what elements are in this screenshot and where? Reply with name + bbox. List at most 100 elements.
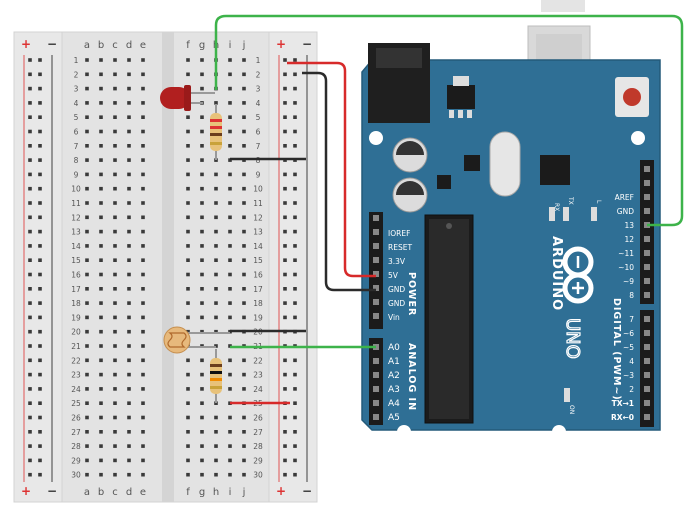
bb-hole[interactable]: [242, 86, 246, 91]
digital-header-pin[interactable]: [644, 208, 650, 214]
bb-hole[interactable]: [85, 444, 89, 448]
bb-hole[interactable]: [127, 458, 131, 463]
bb-hole[interactable]: [242, 244, 246, 248]
rail-hole[interactable]: [38, 144, 42, 148]
bb-hole[interactable]: [99, 58, 103, 62]
bb-hole[interactable]: [228, 444, 232, 448]
bb-hole[interactable]: [214, 272, 218, 277]
bb-hole[interactable]: [127, 301, 131, 305]
bb-hole[interactable]: [242, 415, 246, 420]
bb-hole[interactable]: [228, 201, 232, 205]
rail-hole[interactable]: [28, 315, 32, 320]
bb-hole[interactable]: [186, 201, 190, 205]
rail-hole[interactable]: [28, 472, 32, 477]
bb-hole[interactable]: [214, 315, 218, 320]
rail-hole[interactable]: [293, 201, 297, 205]
bb-hole[interactable]: [214, 201, 218, 205]
bb-hole[interactable]: [127, 186, 131, 191]
bb-hole[interactable]: [85, 158, 89, 162]
bb-hole[interactable]: [85, 344, 89, 348]
bb-hole[interactable]: [242, 358, 246, 363]
bb-hole[interactable]: [242, 186, 246, 191]
bb-hole[interactable]: [113, 144, 117, 148]
bb-hole[interactable]: [85, 86, 89, 91]
bb-hole[interactable]: [214, 401, 218, 405]
bb-hole[interactable]: [113, 372, 117, 377]
bb-hole[interactable]: [242, 301, 246, 305]
bb-hole[interactable]: [228, 72, 232, 77]
power-header-pin[interactable]: [373, 271, 379, 277]
analog-header-pin[interactable]: [373, 400, 379, 406]
bb-hole[interactable]: [242, 372, 246, 377]
rail-hole[interactable]: [283, 472, 287, 477]
bb-hole[interactable]: [186, 144, 190, 148]
bb-hole[interactable]: [228, 287, 232, 291]
bb-hole[interactable]: [113, 415, 117, 420]
rail-hole[interactable]: [28, 244, 32, 248]
bb-hole[interactable]: [127, 72, 131, 77]
bb-hole[interactable]: [113, 430, 117, 434]
bb-hole[interactable]: [99, 329, 103, 334]
bb-hole[interactable]: [200, 229, 204, 234]
bb-hole[interactable]: [141, 258, 145, 262]
bb-hole[interactable]: [242, 472, 246, 477]
bb-hole[interactable]: [186, 444, 190, 448]
rail-hole[interactable]: [38, 458, 42, 463]
digital-header-pin[interactable]: [644, 194, 650, 200]
rail-hole[interactable]: [38, 444, 42, 448]
rail-hole[interactable]: [38, 258, 42, 262]
bb-hole[interactable]: [113, 186, 117, 191]
rail-hole[interactable]: [28, 329, 32, 334]
bb-hole[interactable]: [214, 287, 218, 291]
bb-hole[interactable]: [113, 301, 117, 305]
rail-hole[interactable]: [283, 358, 287, 363]
rail-hole[interactable]: [293, 129, 297, 134]
analog-header-pin[interactable]: [373, 358, 379, 364]
bb-hole[interactable]: [228, 415, 232, 420]
rail-hole[interactable]: [293, 301, 297, 305]
rail-hole[interactable]: [283, 186, 287, 191]
bb-hole[interactable]: [99, 387, 103, 391]
rail-hole[interactable]: [38, 229, 42, 234]
digital-header-pin[interactable]: [644, 250, 650, 256]
bb-hole[interactable]: [214, 101, 218, 105]
bb-hole[interactable]: [200, 287, 204, 291]
bb-hole[interactable]: [141, 229, 145, 234]
bb-hole[interactable]: [228, 144, 232, 148]
bb-hole[interactable]: [200, 372, 204, 377]
bb-hole[interactable]: [141, 444, 145, 448]
rail-hole[interactable]: [283, 101, 287, 105]
bb-hole[interactable]: [228, 372, 232, 377]
bb-hole[interactable]: [113, 244, 117, 248]
bb-hole[interactable]: [214, 229, 218, 234]
bb-hole[interactable]: [113, 129, 117, 134]
rail-hole[interactable]: [38, 472, 42, 477]
bb-hole[interactable]: [200, 244, 204, 248]
rail-hole[interactable]: [38, 272, 42, 277]
bb-hole[interactable]: [186, 387, 190, 391]
rail-hole[interactable]: [293, 372, 297, 377]
bb-hole[interactable]: [127, 444, 131, 448]
bb-hole[interactable]: [85, 72, 89, 77]
rail-hole[interactable]: [283, 86, 287, 91]
rail-hole[interactable]: [283, 430, 287, 434]
rail-hole[interactable]: [283, 58, 287, 62]
bb-hole[interactable]: [186, 415, 190, 420]
bb-hole[interactable]: [113, 472, 117, 477]
bb-hole[interactable]: [85, 415, 89, 420]
rail-hole[interactable]: [293, 144, 297, 148]
bb-hole[interactable]: [242, 72, 246, 77]
rail-hole[interactable]: [293, 258, 297, 262]
resistor-220[interactable]: [210, 104, 222, 160]
bb-hole[interactable]: [113, 272, 117, 277]
power-header-pin[interactable]: [373, 299, 379, 305]
bb-hole[interactable]: [99, 86, 103, 91]
rail-hole[interactable]: [38, 215, 42, 220]
bb-hole[interactable]: [127, 58, 131, 62]
rail-hole[interactable]: [293, 458, 297, 463]
bb-hole[interactable]: [85, 186, 89, 191]
bb-hole[interactable]: [127, 401, 131, 405]
bb-hole[interactable]: [127, 115, 131, 119]
rail-hole[interactable]: [28, 129, 32, 134]
bb-hole[interactable]: [200, 444, 204, 448]
